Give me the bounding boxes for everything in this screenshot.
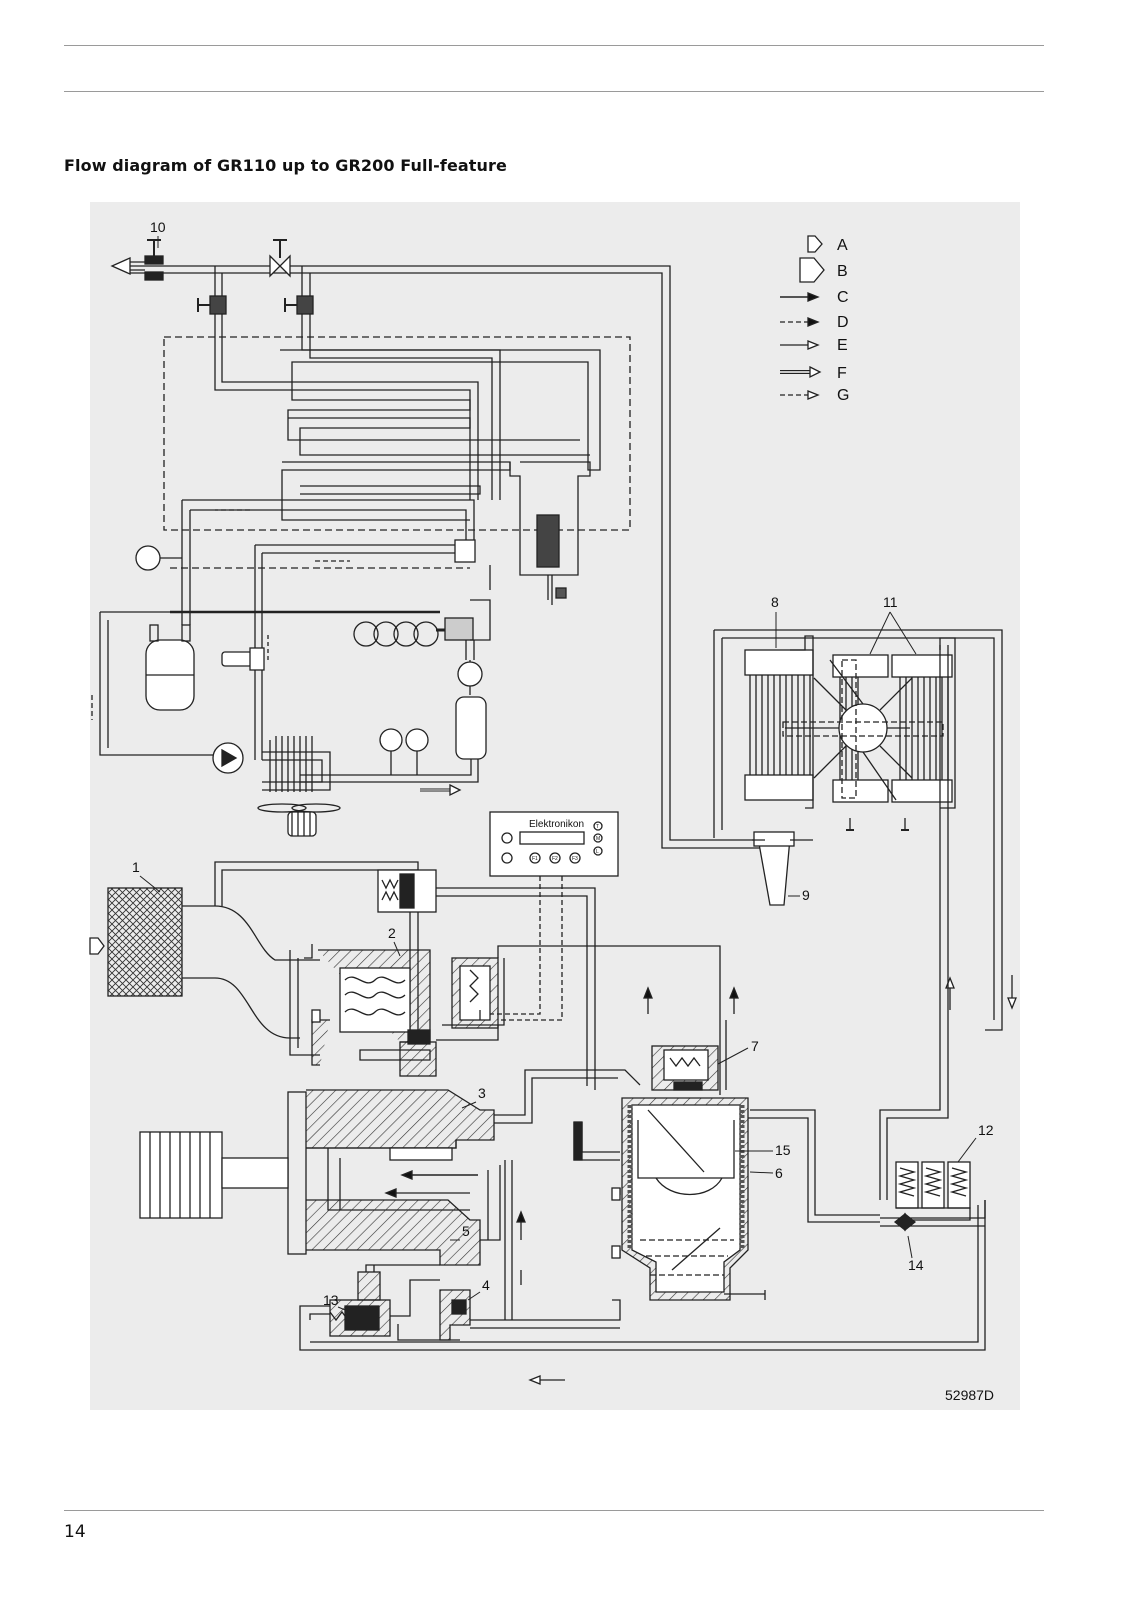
controller-key-f2: F2 (552, 856, 558, 862)
drawing-number: 52987D (945, 1387, 994, 1403)
callout-8: 8 (771, 594, 779, 610)
header-rule-top (64, 45, 1044, 46)
controller-key-f1: F1 (532, 856, 538, 862)
callout-2: 2 (388, 925, 396, 941)
callout-13: 13 (323, 1292, 339, 1308)
legend-g-label: G (837, 387, 849, 404)
callout-14: 14 (908, 1257, 924, 1273)
callout-10: 10 (150, 219, 166, 235)
callout-3: 3 (478, 1085, 486, 1101)
legend-a-label: A (837, 237, 848, 254)
callout-4: 4 (482, 1277, 490, 1293)
callout-11: 11 (883, 594, 898, 610)
legend-e-label: E (837, 337, 848, 354)
callout-6: 6 (775, 1165, 783, 1181)
callout-12: 12 (978, 1122, 994, 1138)
controller-button-m: M (596, 836, 600, 842)
legend-c-label: C (837, 289, 849, 306)
callout-7: 7 (751, 1038, 759, 1054)
callout-15: 15 (775, 1142, 791, 1158)
callout-1: 1 (132, 859, 140, 875)
legend-b-label: B (837, 263, 848, 280)
controller-label: Elektronikon (529, 819, 584, 830)
callout-5: 5 (462, 1223, 470, 1239)
controller-button-l: L (596, 849, 599, 855)
legend-d-label: D (837, 314, 849, 331)
page-title: Flow diagram of GR110 up to GR200 Full-f… (64, 156, 507, 175)
callout-9: 9 (802, 887, 810, 903)
page-number: 14 (64, 1522, 86, 1542)
diagram-background (90, 202, 1020, 1410)
header-rule-bottom (64, 91, 1044, 92)
controller-button-t: T (596, 824, 599, 830)
controller-key-f3: F3 (572, 856, 578, 862)
footer-rule (64, 1510, 1044, 1511)
legend-f-label: F (837, 365, 847, 382)
